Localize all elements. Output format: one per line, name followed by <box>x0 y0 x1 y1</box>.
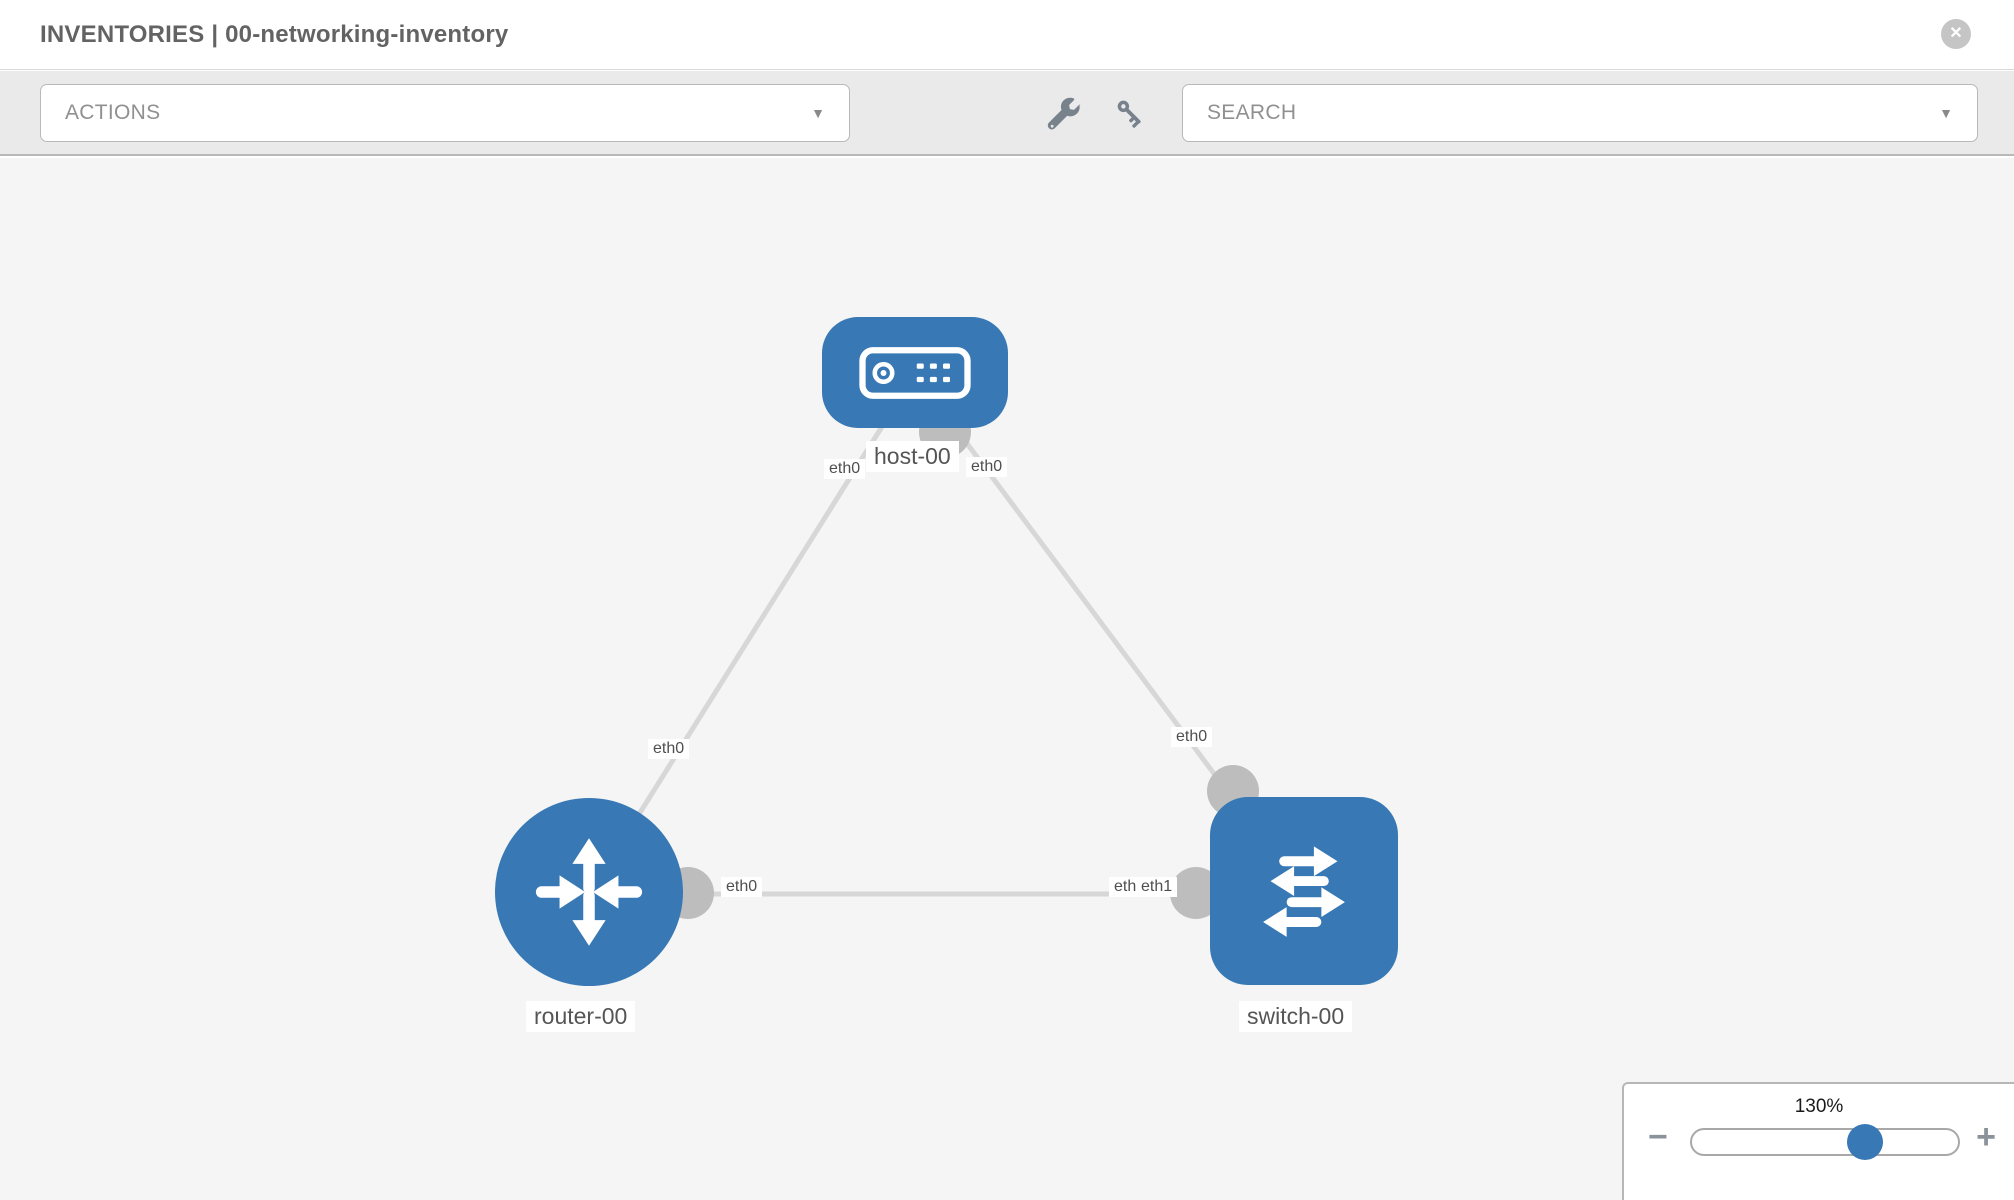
node-label-switch: switch-00 <box>1239 1001 1353 1032</box>
caret-down-icon: ▼ <box>811 105 825 121</box>
host-icon <box>859 346 971 399</box>
switch-icon <box>1263 846 1345 937</box>
interface-label: eth0 <box>966 457 1008 477</box>
page-title: INVENTORIES | 00-networking-inventory <box>40 21 509 48</box>
interface-label-group: eth0 eth1 <box>1109 877 1199 903</box>
topology-canvas[interactable]: host-00 router-00 switch-00 eth0 eth0 et… <box>0 158 2014 1200</box>
wrench-icon[interactable] <box>1046 95 1084 133</box>
node-router-00[interactable] <box>495 798 683 986</box>
zoom-level-value: 130% <box>1794 1096 1844 1117</box>
zoom-slider-thumb[interactable] <box>1847 1124 1883 1160</box>
close-icon: ✕ <box>1949 25 1963 42</box>
node-label-router: router-00 <box>526 1001 636 1032</box>
interface-label: eth0 <box>1171 727 1213 747</box>
interface-label: eth0 <box>721 877 763 897</box>
interface-label: eth1 <box>1136 877 1178 897</box>
node-host-00[interactable] <box>822 317 1008 428</box>
key-icon[interactable] <box>1112 95 1150 133</box>
node-switch-00[interactable] <box>1210 797 1398 985</box>
toolbar: ACTIONS ▼ SEARCH ▼ <box>0 71 2014 156</box>
topology-edges-layer <box>586 372 1307 919</box>
page-header: INVENTORIES | 00-networking-inventory ✕ <box>0 0 2014 70</box>
actions-dropdown[interactable]: ACTIONS ▼ <box>40 84 850 142</box>
node-label-host: host-00 <box>866 441 959 472</box>
interface-label: eth0 <box>824 459 866 479</box>
interface-label: eth0 <box>648 739 690 759</box>
zoom-slider[interactable] <box>1690 1124 1960 1160</box>
zoom-out-button[interactable]: − <box>1648 1118 1668 1156</box>
close-button[interactable]: ✕ <box>1941 19 1971 49</box>
caret-down-icon: ▼ <box>1939 105 1953 121</box>
interface-connector[interactable] <box>1170 867 1222 919</box>
router-icon <box>535 838 643 946</box>
zoom-in-button[interactable]: + <box>1976 1118 1996 1156</box>
actions-dropdown-label: ACTIONS <box>65 101 161 124</box>
search-dropdown[interactable]: SEARCH ▼ <box>1182 84 1978 142</box>
zoom-panel: 130% − + <box>1622 1082 2014 1200</box>
search-dropdown-label: SEARCH <box>1207 101 1297 124</box>
